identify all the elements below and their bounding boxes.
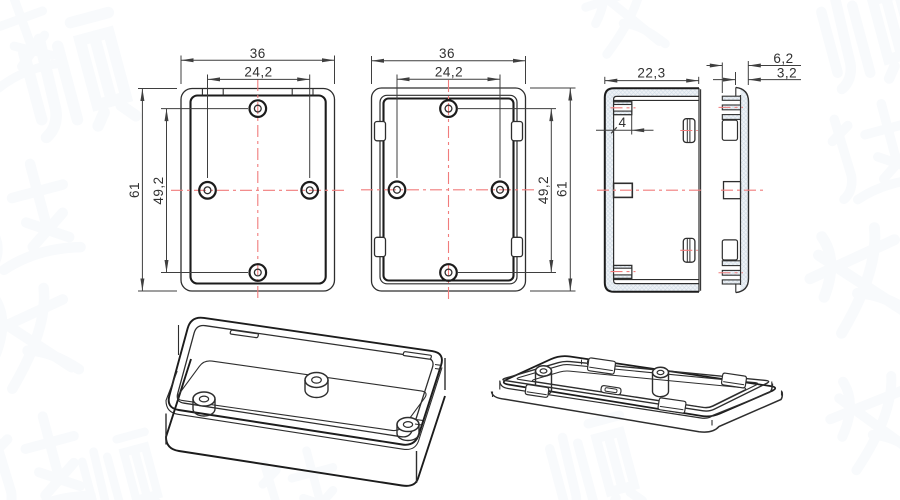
svg-text:24,2: 24,2: [244, 65, 272, 80]
svg-text:61: 61: [555, 181, 570, 197]
svg-text:6,2: 6,2: [773, 51, 793, 66]
svg-text:49,2: 49,2: [151, 176, 166, 204]
svg-text:22,3: 22,3: [637, 65, 665, 80]
svg-text:4: 4: [618, 115, 626, 130]
svg-text:36: 36: [439, 46, 455, 61]
svg-text:61: 61: [127, 182, 142, 198]
svg-text:3,2: 3,2: [777, 65, 797, 80]
svg-text:36: 36: [250, 46, 266, 61]
svg-text:24,2: 24,2: [435, 64, 463, 79]
svg-text:49,2: 49,2: [536, 176, 551, 204]
